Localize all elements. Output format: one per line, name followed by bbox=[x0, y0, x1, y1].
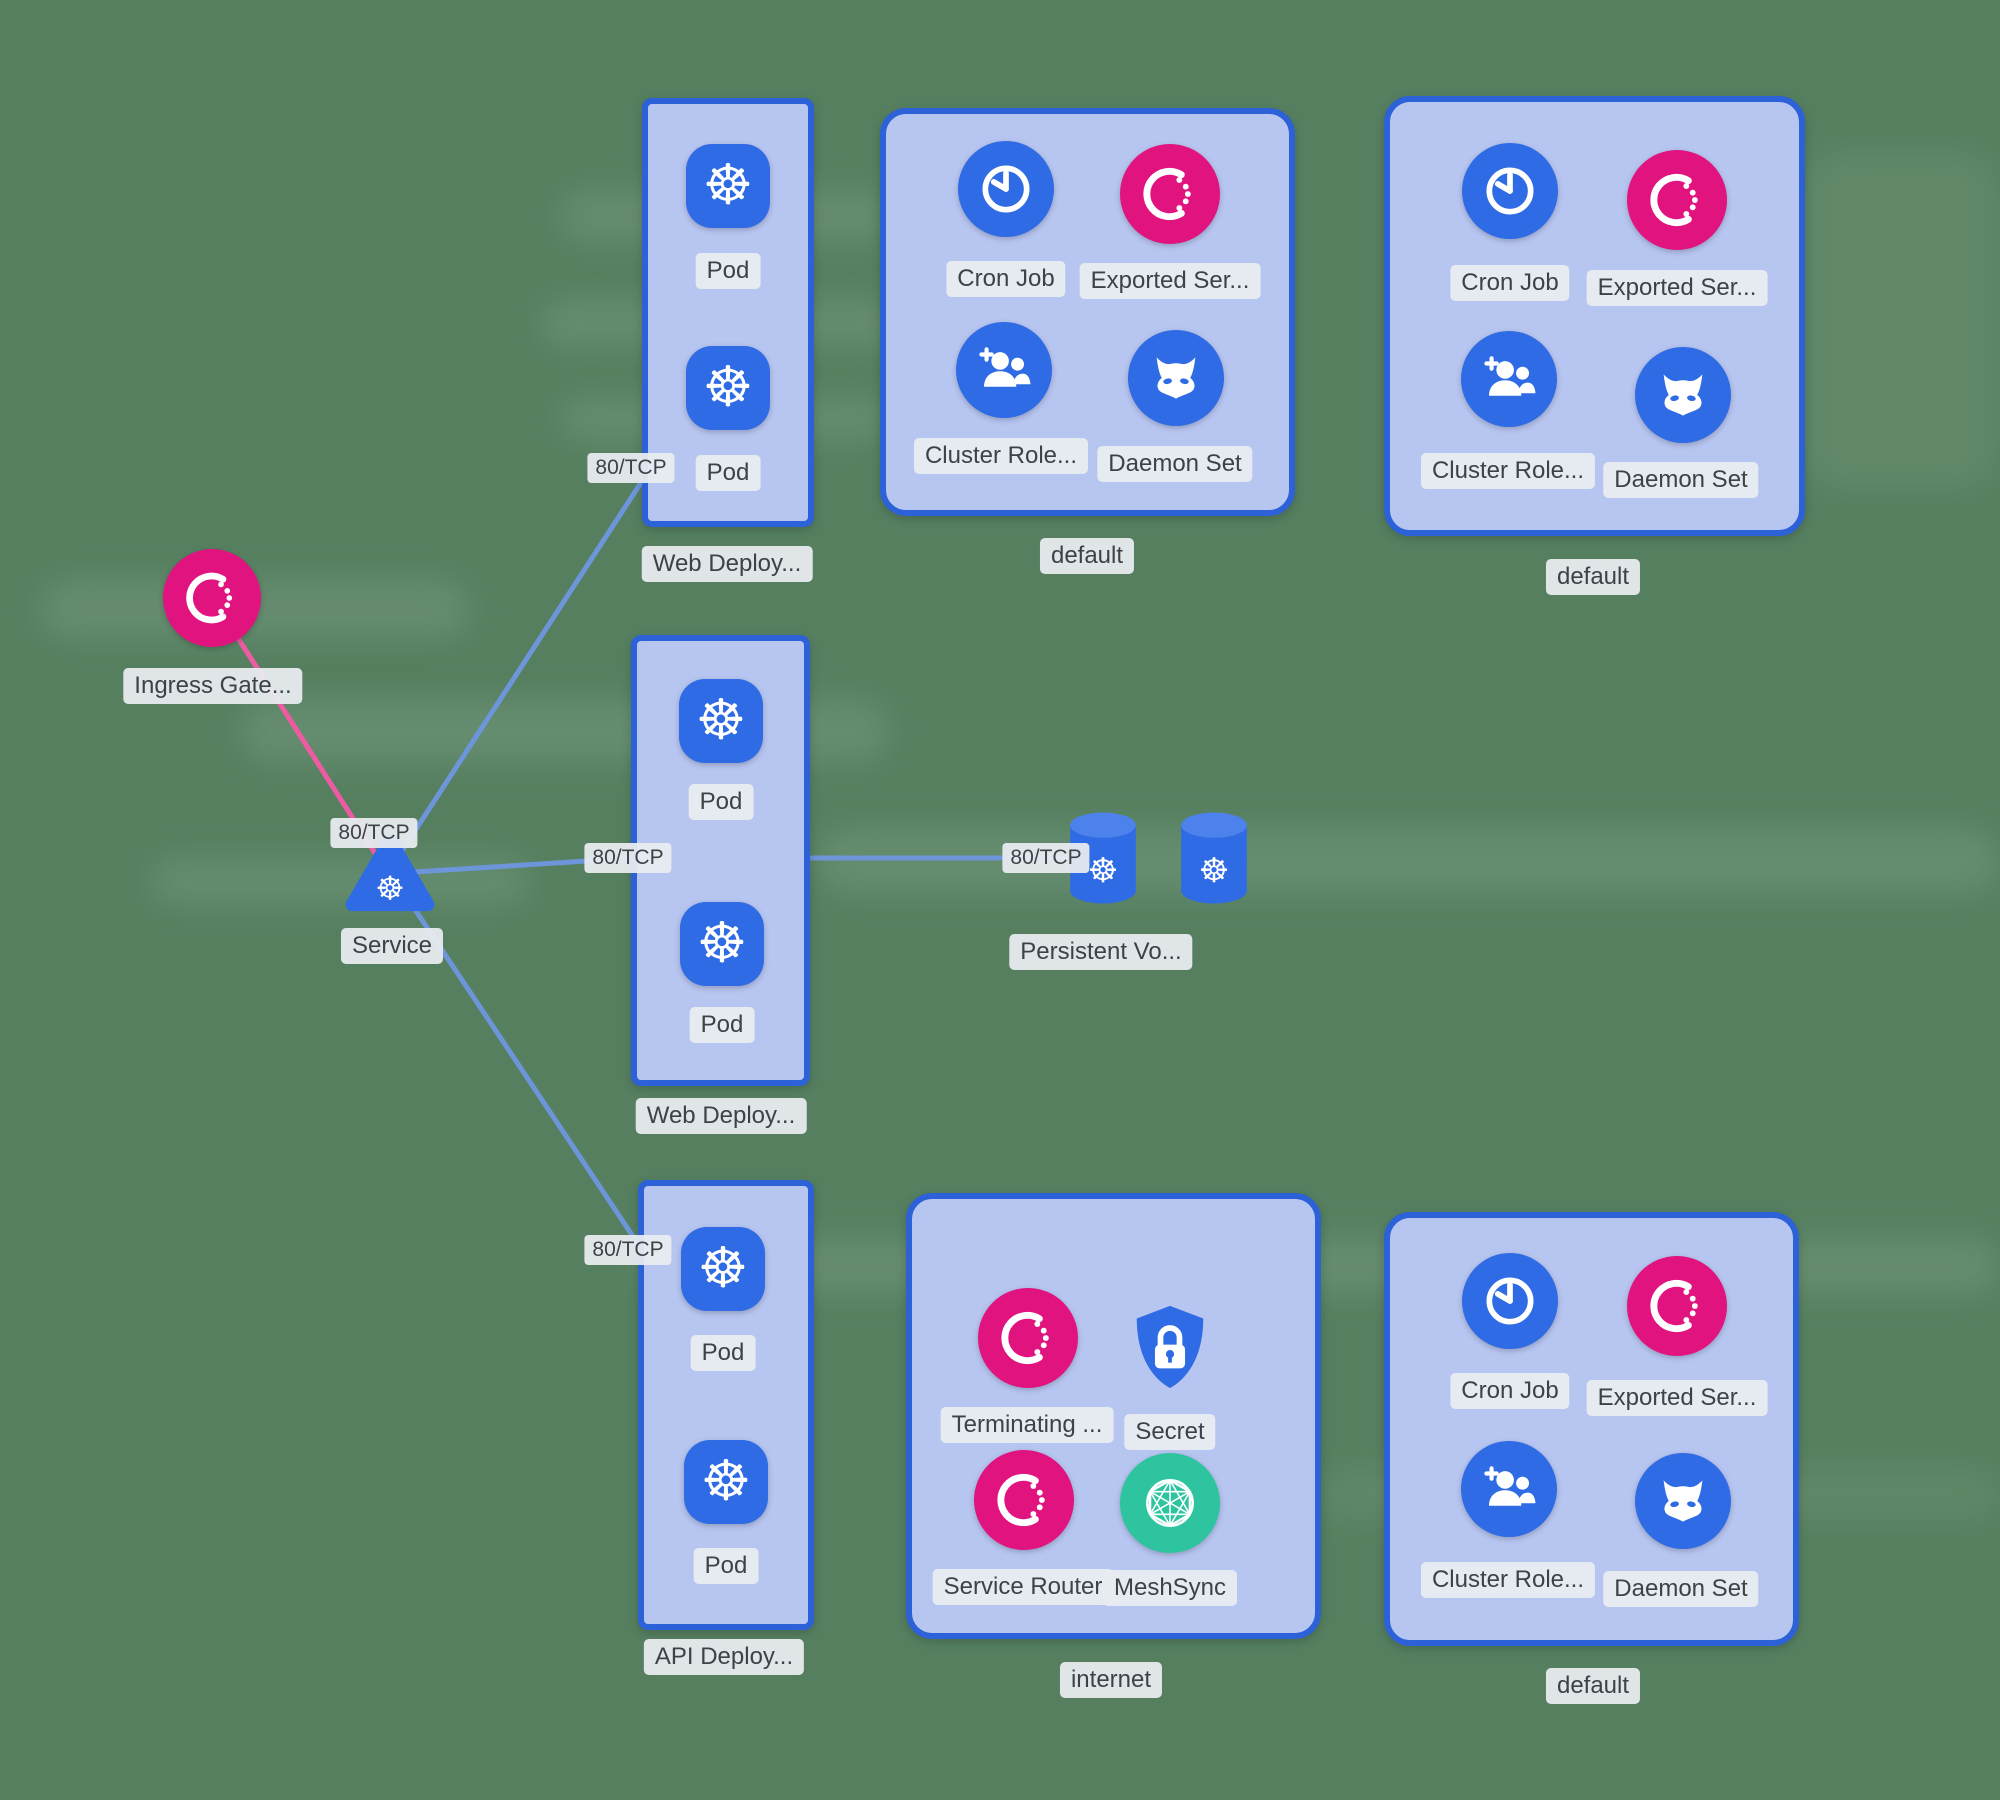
pod-label: Pod bbox=[688, 784, 754, 820]
edge-port-label: 80/TCP bbox=[330, 818, 418, 849]
web-deployment-middle-label: Web Deploy... bbox=[635, 1098, 807, 1134]
exported-service-label: Exported Ser... bbox=[1586, 270, 1768, 306]
meshsync-label: MeshSync bbox=[1102, 1570, 1238, 1606]
daemon-set-icon bbox=[1652, 1470, 1714, 1532]
ingress-gateway-icon bbox=[181, 567, 243, 629]
exported-service-node[interactable] bbox=[1120, 144, 1220, 244]
exported-service-node[interactable] bbox=[1627, 150, 1727, 250]
service-router-node[interactable] bbox=[974, 1450, 1074, 1550]
web-deployment-top-label: Web Deploy... bbox=[641, 546, 813, 582]
kubernetes-pod-icon: ☸ bbox=[702, 355, 754, 420]
pod-node[interactable]: ☸ bbox=[686, 144, 770, 228]
daemon-set-icon bbox=[1145, 347, 1207, 409]
service-router-icon bbox=[992, 1468, 1056, 1532]
exported-service-label: Exported Ser... bbox=[1586, 1380, 1768, 1416]
namespace-label: default bbox=[1545, 1668, 1641, 1704]
daemon-set-label: Daemon Set bbox=[1097, 446, 1253, 482]
cluster-role-label: Cluster Role... bbox=[913, 438, 1089, 474]
daemon-set-node[interactable] bbox=[1635, 1453, 1731, 1549]
pod-node[interactable]: ☸ bbox=[686, 346, 770, 430]
kubernetes-pod-icon: ☸ bbox=[695, 688, 747, 753]
exported-service-icon bbox=[1138, 162, 1202, 226]
pod-node[interactable]: ☸ bbox=[679, 679, 763, 763]
kubernetes-pod-icon: ☸ bbox=[700, 1449, 752, 1514]
cluster-role-icon bbox=[1478, 348, 1540, 410]
ingress-gateway-label: Ingress Gate... bbox=[123, 668, 303, 704]
pod-label: Pod bbox=[689, 1007, 755, 1043]
namespace-label: internet bbox=[1059, 1662, 1163, 1698]
daemon-set-label: Daemon Set bbox=[1603, 1571, 1759, 1607]
meshsync-icon bbox=[1136, 1469, 1204, 1537]
persistent-volume-label: Persistent Vo... bbox=[1009, 934, 1193, 970]
pod-node[interactable]: ☸ bbox=[680, 902, 764, 986]
cluster-role-node[interactable] bbox=[1461, 331, 1557, 427]
cron-job-node[interactable] bbox=[1462, 143, 1558, 239]
pod-label: Pod bbox=[690, 1335, 756, 1371]
cluster-role-label: Cluster Role... bbox=[1420, 453, 1596, 489]
ingress-gateway-node[interactable] bbox=[163, 549, 261, 647]
secret-node[interactable] bbox=[1132, 1302, 1208, 1392]
api-deployment-label: API Deploy... bbox=[643, 1639, 805, 1675]
pod-label: Pod bbox=[693, 1548, 759, 1584]
cluster-role-node[interactable] bbox=[1461, 1441, 1557, 1537]
secret-label: Secret bbox=[1124, 1414, 1216, 1450]
kubernetes-pod-icon: ☸ bbox=[697, 1236, 749, 1301]
persistent-volume-icon bbox=[1176, 810, 1252, 906]
cluster-role-icon bbox=[1478, 1458, 1540, 1520]
daemon-set-node[interactable] bbox=[1635, 347, 1731, 443]
cron-job-label: Cron Job bbox=[1450, 265, 1570, 301]
cron-job-icon bbox=[1479, 1270, 1541, 1332]
cron-job-node[interactable] bbox=[958, 141, 1054, 237]
cron-job-node[interactable] bbox=[1462, 1253, 1558, 1349]
terminating-gateway-node[interactable] bbox=[978, 1288, 1078, 1388]
cron-job-label: Cron Job bbox=[1450, 1373, 1570, 1409]
terminating-gateway-label: Terminating ... bbox=[940, 1407, 1114, 1443]
exported-service-node[interactable] bbox=[1627, 1256, 1727, 1356]
edge-port-label: 80/TCP bbox=[584, 843, 672, 874]
edge-service-to-web-deployment-top[interactable] bbox=[393, 475, 647, 863]
exported-service-icon bbox=[1645, 1274, 1709, 1338]
exported-service-label: Exported Ser... bbox=[1079, 263, 1261, 299]
kubernetes-pod-icon: ☸ bbox=[702, 153, 754, 218]
exported-service-icon bbox=[1645, 168, 1709, 232]
secret-icon bbox=[1132, 1302, 1208, 1392]
cron-job-icon bbox=[1479, 160, 1541, 222]
cron-job-icon bbox=[975, 158, 1037, 220]
daemon-set-node[interactable] bbox=[1128, 330, 1224, 426]
meshsync-node[interactable] bbox=[1120, 1453, 1220, 1553]
service-label: Service bbox=[340, 928, 444, 964]
pod-node[interactable]: ☸ bbox=[684, 1440, 768, 1524]
cluster-role-label: Cluster Role... bbox=[1420, 1562, 1596, 1598]
pod-node[interactable]: ☸ bbox=[681, 1227, 765, 1311]
kubernetes-pod-icon: ☸ bbox=[696, 911, 748, 976]
terminating-gateway-icon bbox=[996, 1306, 1060, 1370]
cluster-role-icon bbox=[973, 339, 1035, 401]
edge-port-label: 80/TCP bbox=[587, 453, 675, 484]
edge-port-label: 80/TCP bbox=[1002, 843, 1090, 874]
pod-label: Pod bbox=[695, 253, 761, 289]
service-router-label: Service Router bbox=[932, 1569, 1114, 1605]
edge-port-label: 80/TCP bbox=[584, 1235, 672, 1266]
daemon-set-label: Daemon Set bbox=[1603, 462, 1759, 498]
daemon-set-icon bbox=[1652, 364, 1714, 426]
namespace-label: default bbox=[1545, 559, 1641, 595]
cluster-role-node[interactable] bbox=[956, 322, 1052, 418]
persistent-volume-node[interactable] bbox=[1176, 810, 1252, 906]
namespace-label: default bbox=[1039, 538, 1135, 574]
cron-job-label: Cron Job bbox=[946, 261, 1066, 297]
pod-label: Pod bbox=[695, 455, 761, 491]
